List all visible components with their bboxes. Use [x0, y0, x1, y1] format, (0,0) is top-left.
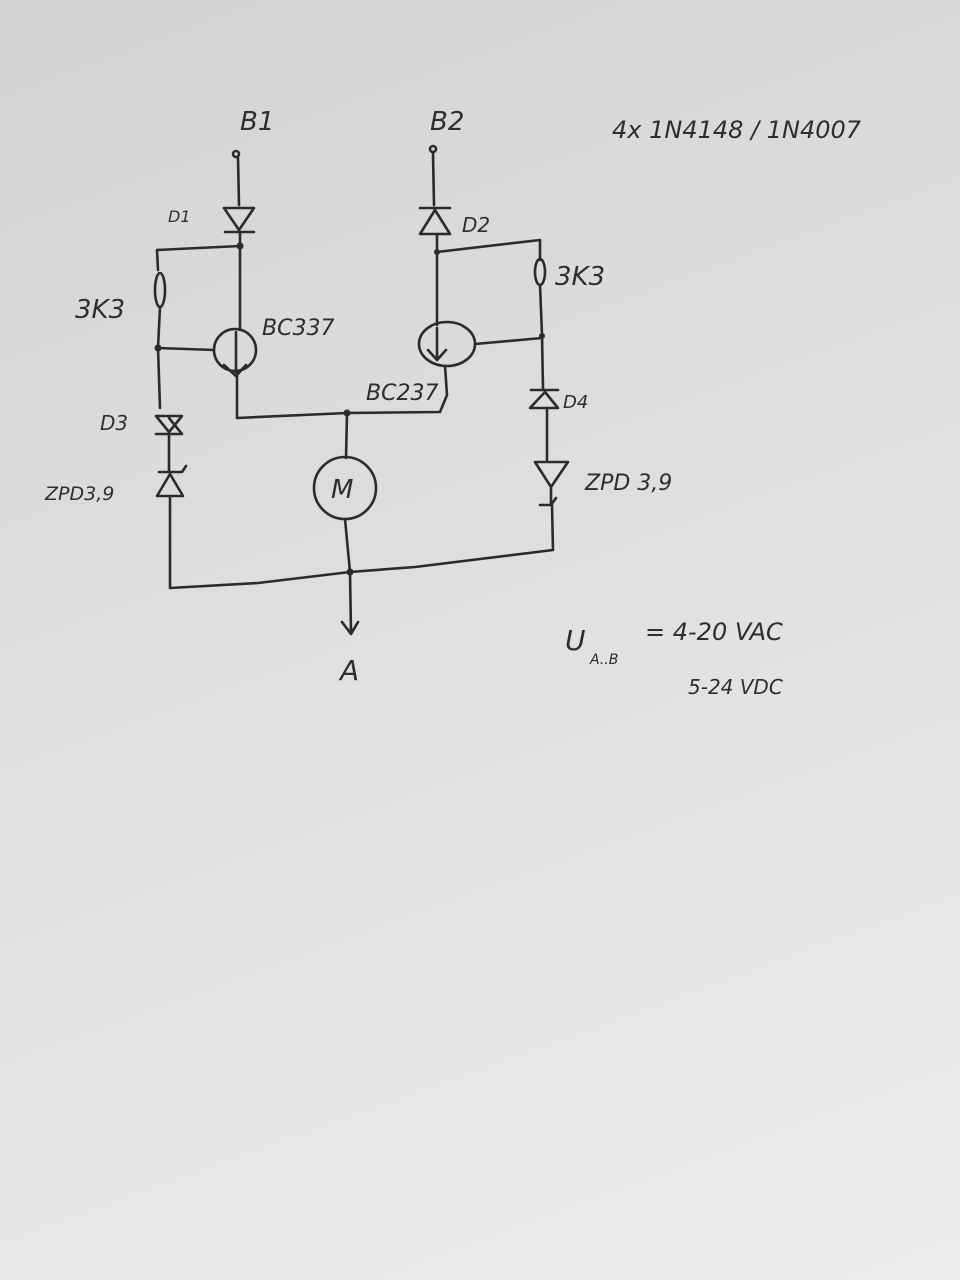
transistor-right-symbol — [417, 320, 477, 368]
diode-d2-symbol — [418, 206, 452, 236]
label-b2: B2 — [430, 107, 464, 137]
label-resistor-right: 3K3 — [555, 262, 605, 292]
label-d2: D2 — [462, 213, 490, 237]
note-voltage-dc: 5-24 VDC — [688, 675, 783, 699]
label-d1: D1 — [168, 207, 191, 226]
label-transistor-left: BC337 — [262, 316, 334, 341]
label-d3: D3 — [100, 411, 128, 435]
label-zener-left: ZPD3,9 — [44, 483, 114, 505]
note-voltage-symbol: U — [565, 624, 586, 657]
diode-d4-symbol — [528, 388, 560, 410]
diode-d1-symbol — [222, 206, 256, 232]
terminal-b2 — [428, 144, 438, 154]
diode-d3-symbol — [154, 414, 184, 436]
resistor-right-symbol — [533, 257, 547, 287]
zener-left-symbol — [155, 464, 555, 590]
resistor-left-symbol — [153, 271, 167, 309]
wires — [153, 144, 570, 636]
label-zener-right: ZPD 3,9 — [584, 471, 672, 496]
note-voltage-ac: = 4-20 VAC — [645, 618, 783, 646]
zener-right-symbol — [533, 460, 570, 507]
label-resistor-left: 3K3 — [75, 295, 125, 325]
note-diode-types: 4x 1N4148 / 1N4007 — [612, 116, 862, 144]
note-voltage-subscript: A..B — [589, 652, 618, 668]
label-motor: M — [331, 475, 353, 505]
terminal-b1 — [231, 149, 241, 159]
label-transistor-right: BC237 — [366, 381, 438, 406]
label-b1: B1 — [240, 107, 274, 137]
label-a: A — [338, 654, 359, 687]
label-d4: D4 — [563, 392, 588, 413]
arrow-down-icon — [340, 517, 360, 636]
